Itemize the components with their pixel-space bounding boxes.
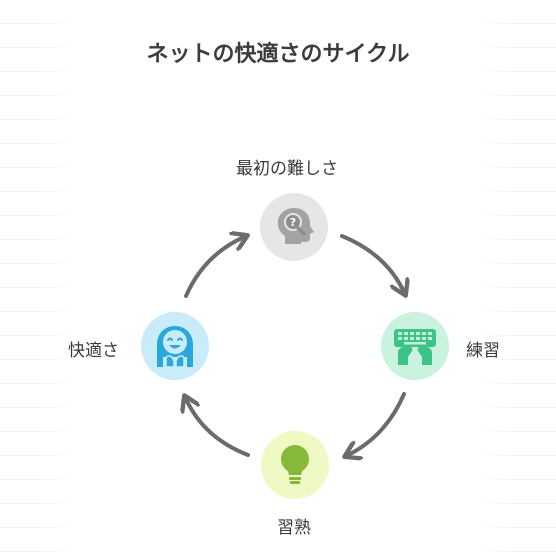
node-label-start: 最初の難しさ (236, 159, 338, 179)
happy-person-icon (157, 326, 193, 368)
arrow-mastery-to-comfort (186, 399, 250, 457)
node-label-mastery: 習熟 (277, 518, 311, 538)
keyboard-hands-icon (394, 329, 436, 365)
arrow-start-to-practice (340, 234, 404, 292)
node-label-practice: 練習 (466, 341, 500, 361)
lightbulb-icon (281, 445, 309, 484)
node-start: ? (260, 193, 328, 261)
node-practice (381, 312, 449, 380)
arrow-practice-to-mastery (348, 392, 406, 455)
arrow-comfort-to-start (184, 237, 244, 298)
diagram-title: ネットの快適さのサイクル (146, 42, 410, 67)
node-mastery (261, 431, 329, 499)
node-comfort (141, 312, 209, 380)
question-head-icon: ? (277, 208, 314, 244)
svg-text:?: ? (290, 216, 296, 229)
node-label-comfort: 快適さ (68, 341, 119, 361)
